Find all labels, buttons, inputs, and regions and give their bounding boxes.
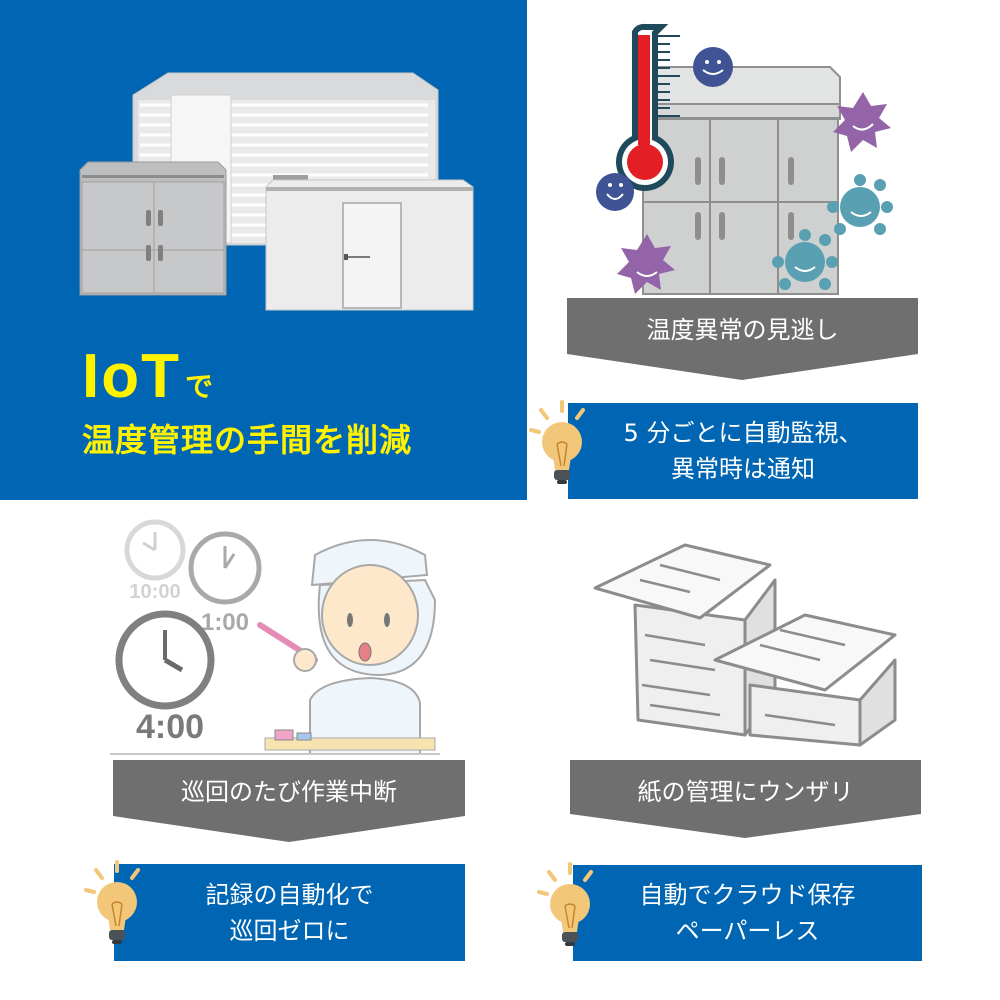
hero-subtitle: 温度管理の手間を削減 (82, 421, 413, 459)
lightbulb-icon (537, 862, 593, 946)
clock-label-4: 4:00 (136, 708, 204, 746)
solution-line-2: 異常時は通知 (671, 455, 815, 483)
solution-line-2: ペーパーレス (675, 917, 820, 945)
solution-line-1: 5 分ごとに自動監視、 (623, 419, 863, 447)
hero-title-iot: IoT (82, 342, 181, 411)
lightbulb-icon (84, 860, 140, 944)
solution-box-temperature: 5 分ごとに自動監視、 異常時は通知 (568, 403, 918, 499)
paper-stacks-illustration (593, 543, 897, 747)
hero-title-suffix: で (185, 370, 214, 403)
hero-panel: IoT で 温度管理の手間を削減 (0, 0, 527, 500)
germ-icon (693, 47, 733, 87)
problem-text: 巡回のたび作業中断 (181, 778, 397, 806)
cold-room-illustration (79, 72, 474, 311)
clocks-and-worker-illustration: 10:00 1:00 4:00 (110, 519, 440, 755)
problem-text: 紙の管理にウンザリ (637, 778, 854, 806)
problem-banner-temperature: 温度異常の見逃し (567, 298, 918, 380)
solution-line-1: 記録の自動化で (205, 880, 374, 909)
thermometer-fridge-illustration (596, 23, 893, 295)
clock-label-10: 10:00 (129, 581, 180, 603)
solution-box-paper: 自動でクラウド保存 ペーパーレス (573, 865, 922, 961)
clock-label-1: 1:00 (201, 609, 249, 636)
solution-line-2: 巡回ゼロに (229, 916, 350, 945)
clock-icon-10 (124, 519, 186, 581)
problem-text: 温度異常の見逃し (646, 316, 839, 344)
problem-banner-paper: 紙の管理にウンザリ (570, 760, 921, 838)
lightbulb-icon (529, 400, 585, 484)
solution-line-1: 自動でクラウド保存 (639, 881, 856, 909)
solution-box-patrol: 記録の自動化で 巡回ゼロに (114, 864, 465, 961)
problem-banner-patrol: 巡回のたび作業中断 (113, 760, 465, 842)
